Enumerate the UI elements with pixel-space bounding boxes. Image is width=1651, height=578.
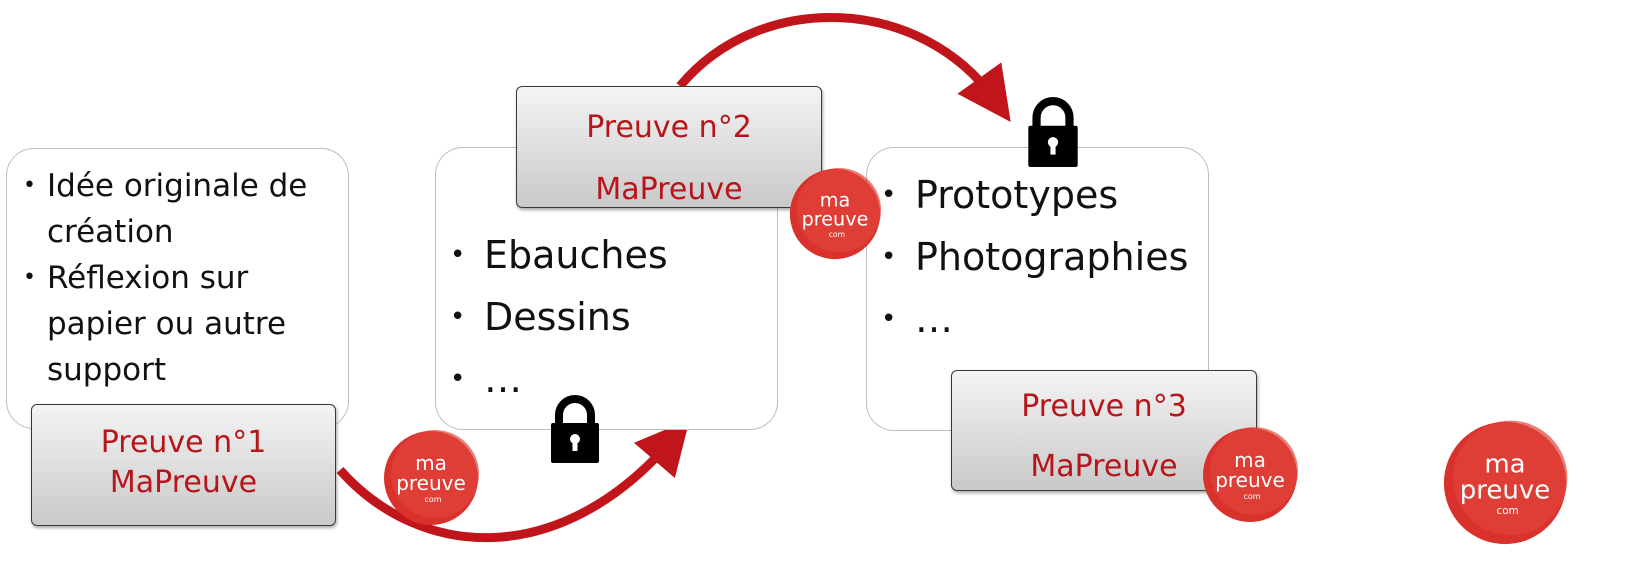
logo-text: ma: [820, 188, 850, 211]
logo-text: preuve: [802, 208, 869, 231]
proof-box-2: Preuve n°2 MaPreuve: [516, 86, 822, 208]
padlock-icon: [1025, 97, 1081, 173]
padlock-icon: [549, 395, 601, 469]
mapreuve-logo: ma preuve com: [787, 166, 883, 262]
arrow-proof1-to-card2: [336, 419, 690, 543]
list-item: Prototypes: [881, 164, 1221, 226]
prototypes-list: Prototypes Photographies …: [881, 164, 1221, 350]
proof-title: Preuve n°3: [1021, 389, 1187, 424]
list-item: Réflexion sur papier ou autre support: [23, 255, 333, 393]
logo-text: preuve: [1215, 468, 1285, 492]
logo-text: preuve: [396, 471, 466, 495]
proof-brand: MaPreuve: [595, 172, 743, 207]
list-item: Photographies: [881, 226, 1221, 288]
logo-text: com: [424, 495, 441, 504]
proof-title: Preuve n°1: [100, 425, 267, 460]
logo-text: com: [1243, 492, 1260, 501]
proof-brand: MaPreuve: [109, 465, 258, 500]
logo-text: com: [829, 230, 845, 239]
list-item: Idée originale de création: [23, 163, 333, 255]
logo-text: ma: [415, 451, 447, 475]
list-item: Dessins: [450, 286, 770, 348]
mapreuve-logo: ma preuve com: [381, 428, 481, 528]
list-item: Ebauches: [450, 224, 770, 286]
arrow-proof2-to-card3: [676, 12, 1011, 122]
mapreuve-logo: ma preuve com: [1440, 418, 1570, 548]
proof-box-1: Preuve n°1 MaPreuve: [31, 404, 336, 526]
list-item: …: [881, 288, 1221, 350]
proof-brand: MaPreuve: [1030, 449, 1178, 484]
proof-title: Preuve n°2: [586, 110, 752, 145]
logo-text: ma: [1484, 450, 1525, 480]
proof-box-3: Preuve n°3 MaPreuve: [951, 370, 1257, 491]
card-idea: Idée originale de création Réflexion sur…: [6, 148, 349, 429]
list-item: …: [450, 348, 770, 410]
mapreuve-logo: ma preuve com: [1200, 425, 1300, 525]
sketches-list: Ebauches Dessins …: [450, 224, 770, 410]
logo-text: com: [1496, 505, 1518, 517]
logo-text: ma: [1234, 448, 1266, 472]
idea-list: Idée originale de création Réflexion sur…: [23, 163, 333, 393]
logo-text: preuve: [1460, 476, 1550, 506]
